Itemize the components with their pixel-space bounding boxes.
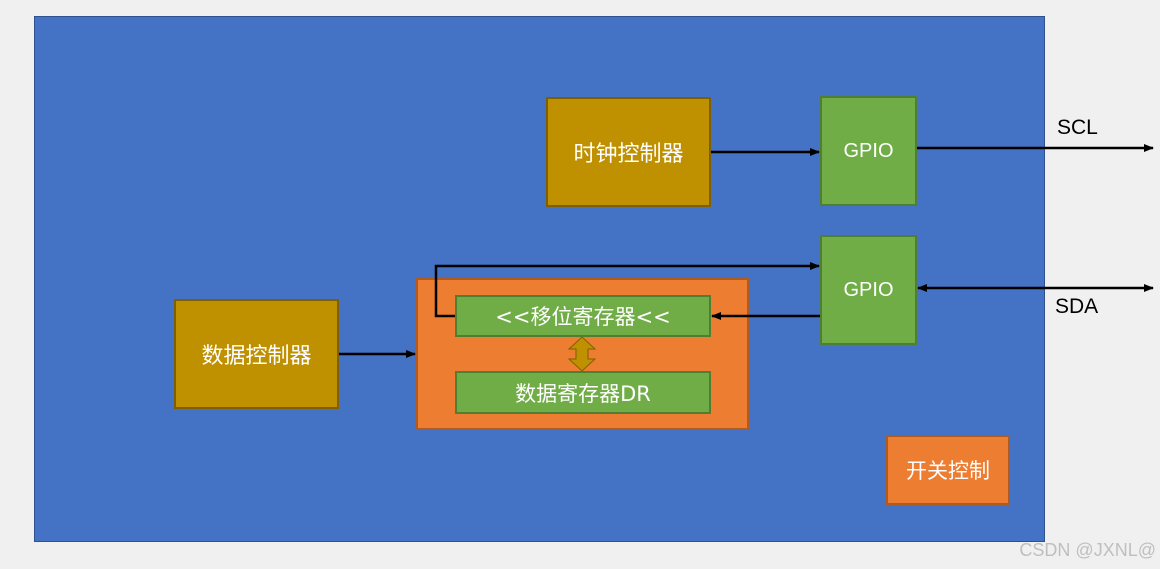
scl-signal-label: SCL [1057, 116, 1098, 139]
shift-register-to-gpio-arrow [434, 262, 820, 318]
clock-controller-label: 时钟控制器 [573, 142, 684, 167]
gpio-scl-block: GPIO [820, 96, 917, 206]
shift-register-block: <<移位寄存器<< [455, 295, 711, 337]
sda-signal-label: SDA [1055, 295, 1099, 318]
data-register-block: 数据寄存器DR [455, 371, 711, 414]
shift-register-label: <<移位寄存器<< [495, 305, 671, 329]
watermark: CSDN @JXNL@ [1019, 540, 1156, 560]
switch-control-label: 开关控制 [906, 459, 990, 483]
data-register-label: 数据寄存器DR [515, 381, 651, 406]
gpio-sda-label: GPIO [843, 278, 894, 301]
clock-controller-block: 时钟控制器 [546, 97, 711, 207]
data-controller-label: 数据控制器 [201, 344, 312, 369]
gpio-sda-block: GPIO [820, 235, 917, 345]
register-transfer-arrow [567, 336, 597, 372]
gpio-scl-label: GPIO [843, 139, 894, 162]
switch-control-block: 开关控制 [886, 435, 1010, 505]
data-controller-block: 数据控制器 [174, 299, 339, 409]
